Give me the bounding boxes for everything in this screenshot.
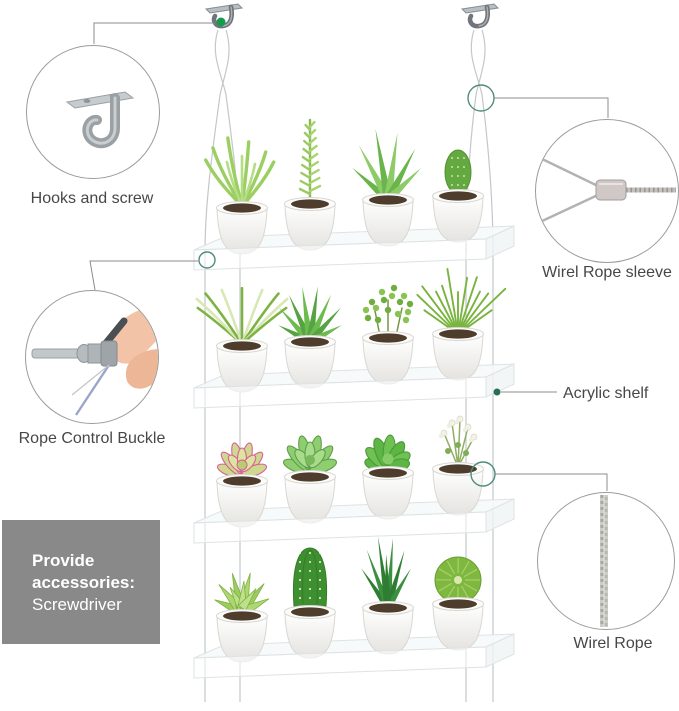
- plant-pot: [362, 193, 414, 247]
- acrylic-shelf-label: Acrylic shelf: [563, 385, 649, 402]
- accessories-heading-line2: accessories:: [32, 573, 136, 592]
- plant-dark-aloe: [361, 536, 411, 610]
- plant-spider-plant: [195, 286, 289, 346]
- plant-pot: [284, 470, 336, 524]
- plant-golden-barrel-cactus: [434, 556, 482, 604]
- plant-sedum-flowers: [438, 415, 478, 468]
- wire-rope-sleeve-icon: [539, 156, 676, 224]
- plant-aloe: [352, 129, 422, 204]
- rope-control-buckle-icon: [31, 305, 158, 416]
- accessories-heading-line1: Provide: [32, 551, 95, 570]
- plant-barrel-cactus: [292, 547, 328, 607]
- plant-pot: [216, 201, 268, 255]
- plant-pot: [216, 339, 268, 393]
- j-hook-icon: [65, 91, 135, 149]
- plant-pot: [284, 335, 336, 389]
- plant-pot: [362, 331, 414, 385]
- shelf-tier-3: [193, 415, 515, 544]
- hooks-callout-circle: [26, 45, 160, 179]
- buckle-label: Rope Control Buckle: [18, 430, 166, 447]
- sleeve-label: Wirel Rope sleeve: [542, 264, 672, 281]
- plant-pot: [284, 605, 336, 659]
- shelf-tier-1: [193, 118, 515, 271]
- plant-pink-echeveria: [216, 442, 268, 478]
- buckle-callout-circle: [25, 290, 159, 424]
- plant-green-echeveria: [282, 435, 338, 474]
- shelf-tier-4: [193, 536, 515, 679]
- plant-thyme-bush: [362, 284, 414, 337]
- plant-spiky-grass: [416, 267, 507, 335]
- plant-pot: [216, 474, 268, 528]
- plant-pot: [362, 466, 414, 520]
- hooks-label: Hooks and screw: [30, 190, 154, 207]
- plant-feather-succulent: [203, 136, 276, 208]
- accessories-box: Provide accessories: Screwdriver: [2, 520, 160, 644]
- plant-pot: [432, 327, 484, 381]
- rope-callout-circle: [537, 492, 675, 630]
- plant-pot: [216, 609, 268, 663]
- sleeve-callout-circle: [535, 119, 679, 263]
- accessories-item: Screwdriver: [32, 595, 122, 614]
- plant-pot: [284, 197, 336, 251]
- rope-label: Wirel Rope: [573, 635, 653, 652]
- plant-pine-succulent: [298, 118, 322, 204]
- ceiling-hooks: [204, 3, 500, 29]
- plant-small-cactus: [444, 149, 472, 195]
- shelf-tier-2: [193, 267, 515, 409]
- plant-pot: [432, 189, 484, 243]
- shelf-tiers: [193, 118, 515, 679]
- wire-rope-icon: [600, 495, 608, 627]
- plant-pot: [362, 601, 414, 655]
